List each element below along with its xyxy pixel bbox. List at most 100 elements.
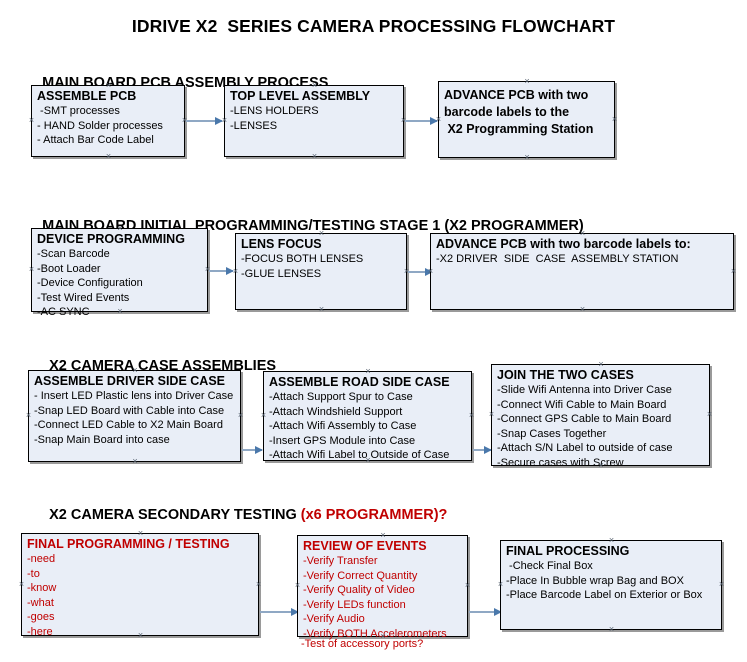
box-title: LENS FOCUS [241,237,322,251]
handle-right-icon[interactable] [730,268,737,275]
box-line: -Place In Bubble wrap Bag and BOX [506,574,684,587]
box-line: -Snap Main Board into case [34,433,170,446]
handle-top-icon[interactable] [318,230,325,237]
handle-top-icon[interactable] [105,82,112,89]
box-line: -Slide Wifi Antenna into Driver Case [497,384,672,396]
handle-right-icon[interactable] [706,411,713,418]
box-line: - HAND Solder processes [37,119,163,132]
box-top-level-assembly[interactable]: TOP LEVEL ASSEMBLY -LENS HOLDERS -LENSES [224,85,404,157]
handle-left-icon[interactable] [28,117,35,124]
handle-bottom-icon[interactable] [311,153,318,160]
handle-bottom-icon[interactable] [524,154,531,161]
arrowhead-icon [255,446,263,454]
box-line: -Check Final Box [506,560,593,572]
box-line: -Attach S/N Label to outside of case [497,442,673,454]
box-line: -Verify Quality of Video [303,584,415,596]
box-line: -Connect LED Cable to X2 Main Board [34,419,223,431]
handle-right-icon[interactable] [468,412,475,419]
box-lens-focus[interactable]: LENS FOCUS -FOCUS BOTH LENSES -GLUE LENS… [235,233,407,310]
box-line: -Verify Transfer [303,555,378,567]
box-line: -X2 DRIVER SIDE CASE ASSEMBLY STATION [436,253,679,265]
box-line: -Attach Support Spur to Case [269,391,413,403]
handle-top-icon[interactable] [598,361,605,368]
handle-top-icon[interactable] [311,82,318,89]
handle-bottom-icon[interactable] [117,308,124,315]
handle-top-icon[interactable] [365,368,372,375]
box-title: ASSEMBLE PCB [37,89,137,103]
box-line: -SMT processes [37,105,120,117]
handle-bottom-icon[interactable] [365,457,372,464]
connector-driver-side-to-road-side [242,446,263,454]
handle-bottom-icon[interactable] [608,626,615,633]
handle-right-icon[interactable] [611,116,618,123]
box-final-processing[interactable]: FINAL PROCESSING -Check Final Box -Place… [500,540,722,630]
box-line: -Attach Wifi Label to Outside of Case [269,449,450,461]
box-title: ASSEMBLE ROAD SIDE CASE [269,375,450,389]
handle-right-icon[interactable] [718,581,725,588]
handle-bottom-icon[interactable] [105,153,112,160]
box-line: -Connect Wifi Cable to Main Board [497,398,667,411]
handle-left-icon[interactable] [497,581,504,588]
box-line: -LENS HOLDERS [230,105,319,117]
handle-bottom-icon[interactable] [579,306,586,313]
box-line: -LENSES [230,119,278,132]
handle-left-icon[interactable] [260,412,267,419]
handle-top-icon[interactable] [137,530,144,537]
handle-left-icon[interactable] [232,268,239,275]
handle-left-icon[interactable] [18,581,25,588]
connector-review-of-events-to-final-processing [469,608,502,616]
arrowhead-icon [484,446,492,454]
handle-top-icon[interactable] [132,367,139,374]
handle-left-icon[interactable] [221,117,228,124]
connector-top-level-assembly-to-advance-pcb [405,117,438,125]
box-line: -Place Barcode Label on Exterior or Box [506,589,703,601]
handle-bottom-icon[interactable] [318,306,325,313]
arrowhead-icon [430,117,438,125]
box-line: -here [27,625,53,638]
handle-top-icon[interactable] [380,532,387,539]
handle-left-icon[interactable] [28,266,35,273]
box-line: -Test Wired Events [37,291,130,304]
handle-left-icon[interactable] [294,582,301,589]
handle-right-icon[interactable] [237,412,244,419]
handle-left-icon[interactable] [488,411,495,418]
page-title: IDRIVE X2 SERIES CAMERA PROCESSING FLOWC… [131,16,616,36]
box-line: -FOCUS BOTH LENSES [241,253,364,265]
handle-right-icon[interactable] [255,581,262,588]
arrowhead-icon [215,117,223,125]
box-line: -Device Configuration [37,277,143,289]
handle-top-icon[interactable] [579,230,586,237]
handle-left-icon[interactable] [427,268,434,275]
section-heading-text: X2 CAMERA SECONDARY TESTING [49,507,301,523]
box-join-the-two-cases[interactable]: JOIN THE TWO CASES -Slide Wifi Antenna i… [488,361,713,469]
handle-top-icon[interactable] [524,78,531,85]
handle-bottom-icon[interactable] [380,633,387,640]
box-advance-pcb-to-programming-station[interactable]: ADVANCE PCB with two barcode labels to t… [438,81,615,158]
handle-left-icon[interactable] [25,412,32,419]
section-heading-x2-camera-secondary-testing: X2 CAMERA SECONDARY TESTING (x6 PROGRAMM… [33,491,447,539]
box-title: FINAL PROGRAMMING / TESTING [27,537,230,551]
box-review-of-events[interactable]: REVIEW OF EVENTS -Verify Transfer -Verif… [294,532,471,650]
box-device-programming[interactable]: DEVICE PROGRAMMING -Scan Barcode -Boot L… [28,225,208,318]
box-assemble-road-side-case[interactable]: ASSEMBLE ROAD SIDE CASE -Attach Support … [263,371,472,461]
box-final-programming-testing[interactable]: FINAL PROGRAMMING / TESTING -need -to -k… [18,530,262,639]
arrowhead-icon [494,608,502,616]
handle-top-icon[interactable] [608,537,615,544]
box-title: REVIEW OF EVENTS [303,539,427,553]
handle-bottom-icon[interactable] [132,458,139,465]
box-assemble-pcb[interactable]: ASSEMBLE PCB -SMT processes - HAND Solde… [31,85,185,157]
box-overflow-line: -Test of accessory ports? [301,637,424,650]
handle-left-icon[interactable] [435,116,442,123]
connector-device-programming-to-lens-focus [209,267,234,275]
box-line: -goes [27,611,55,623]
box-line: -Verify LEDs function [303,598,406,611]
handle-bottom-icon[interactable] [598,462,605,469]
handle-right-icon[interactable] [464,582,471,589]
box-line: -what [27,596,54,609]
box-assemble-driver-side-case[interactable]: ASSEMBLE DRIVER SIDE CASE - Insert LED P… [28,370,241,462]
box-line: -Verify Audio [303,613,365,625]
box-advance-pcb-to-driver-side-case[interactable]: ADVANCE PCB with two barcode labels to: … [430,233,734,310]
handle-bottom-icon[interactable] [137,632,144,639]
handle-top-icon[interactable] [117,225,124,232]
